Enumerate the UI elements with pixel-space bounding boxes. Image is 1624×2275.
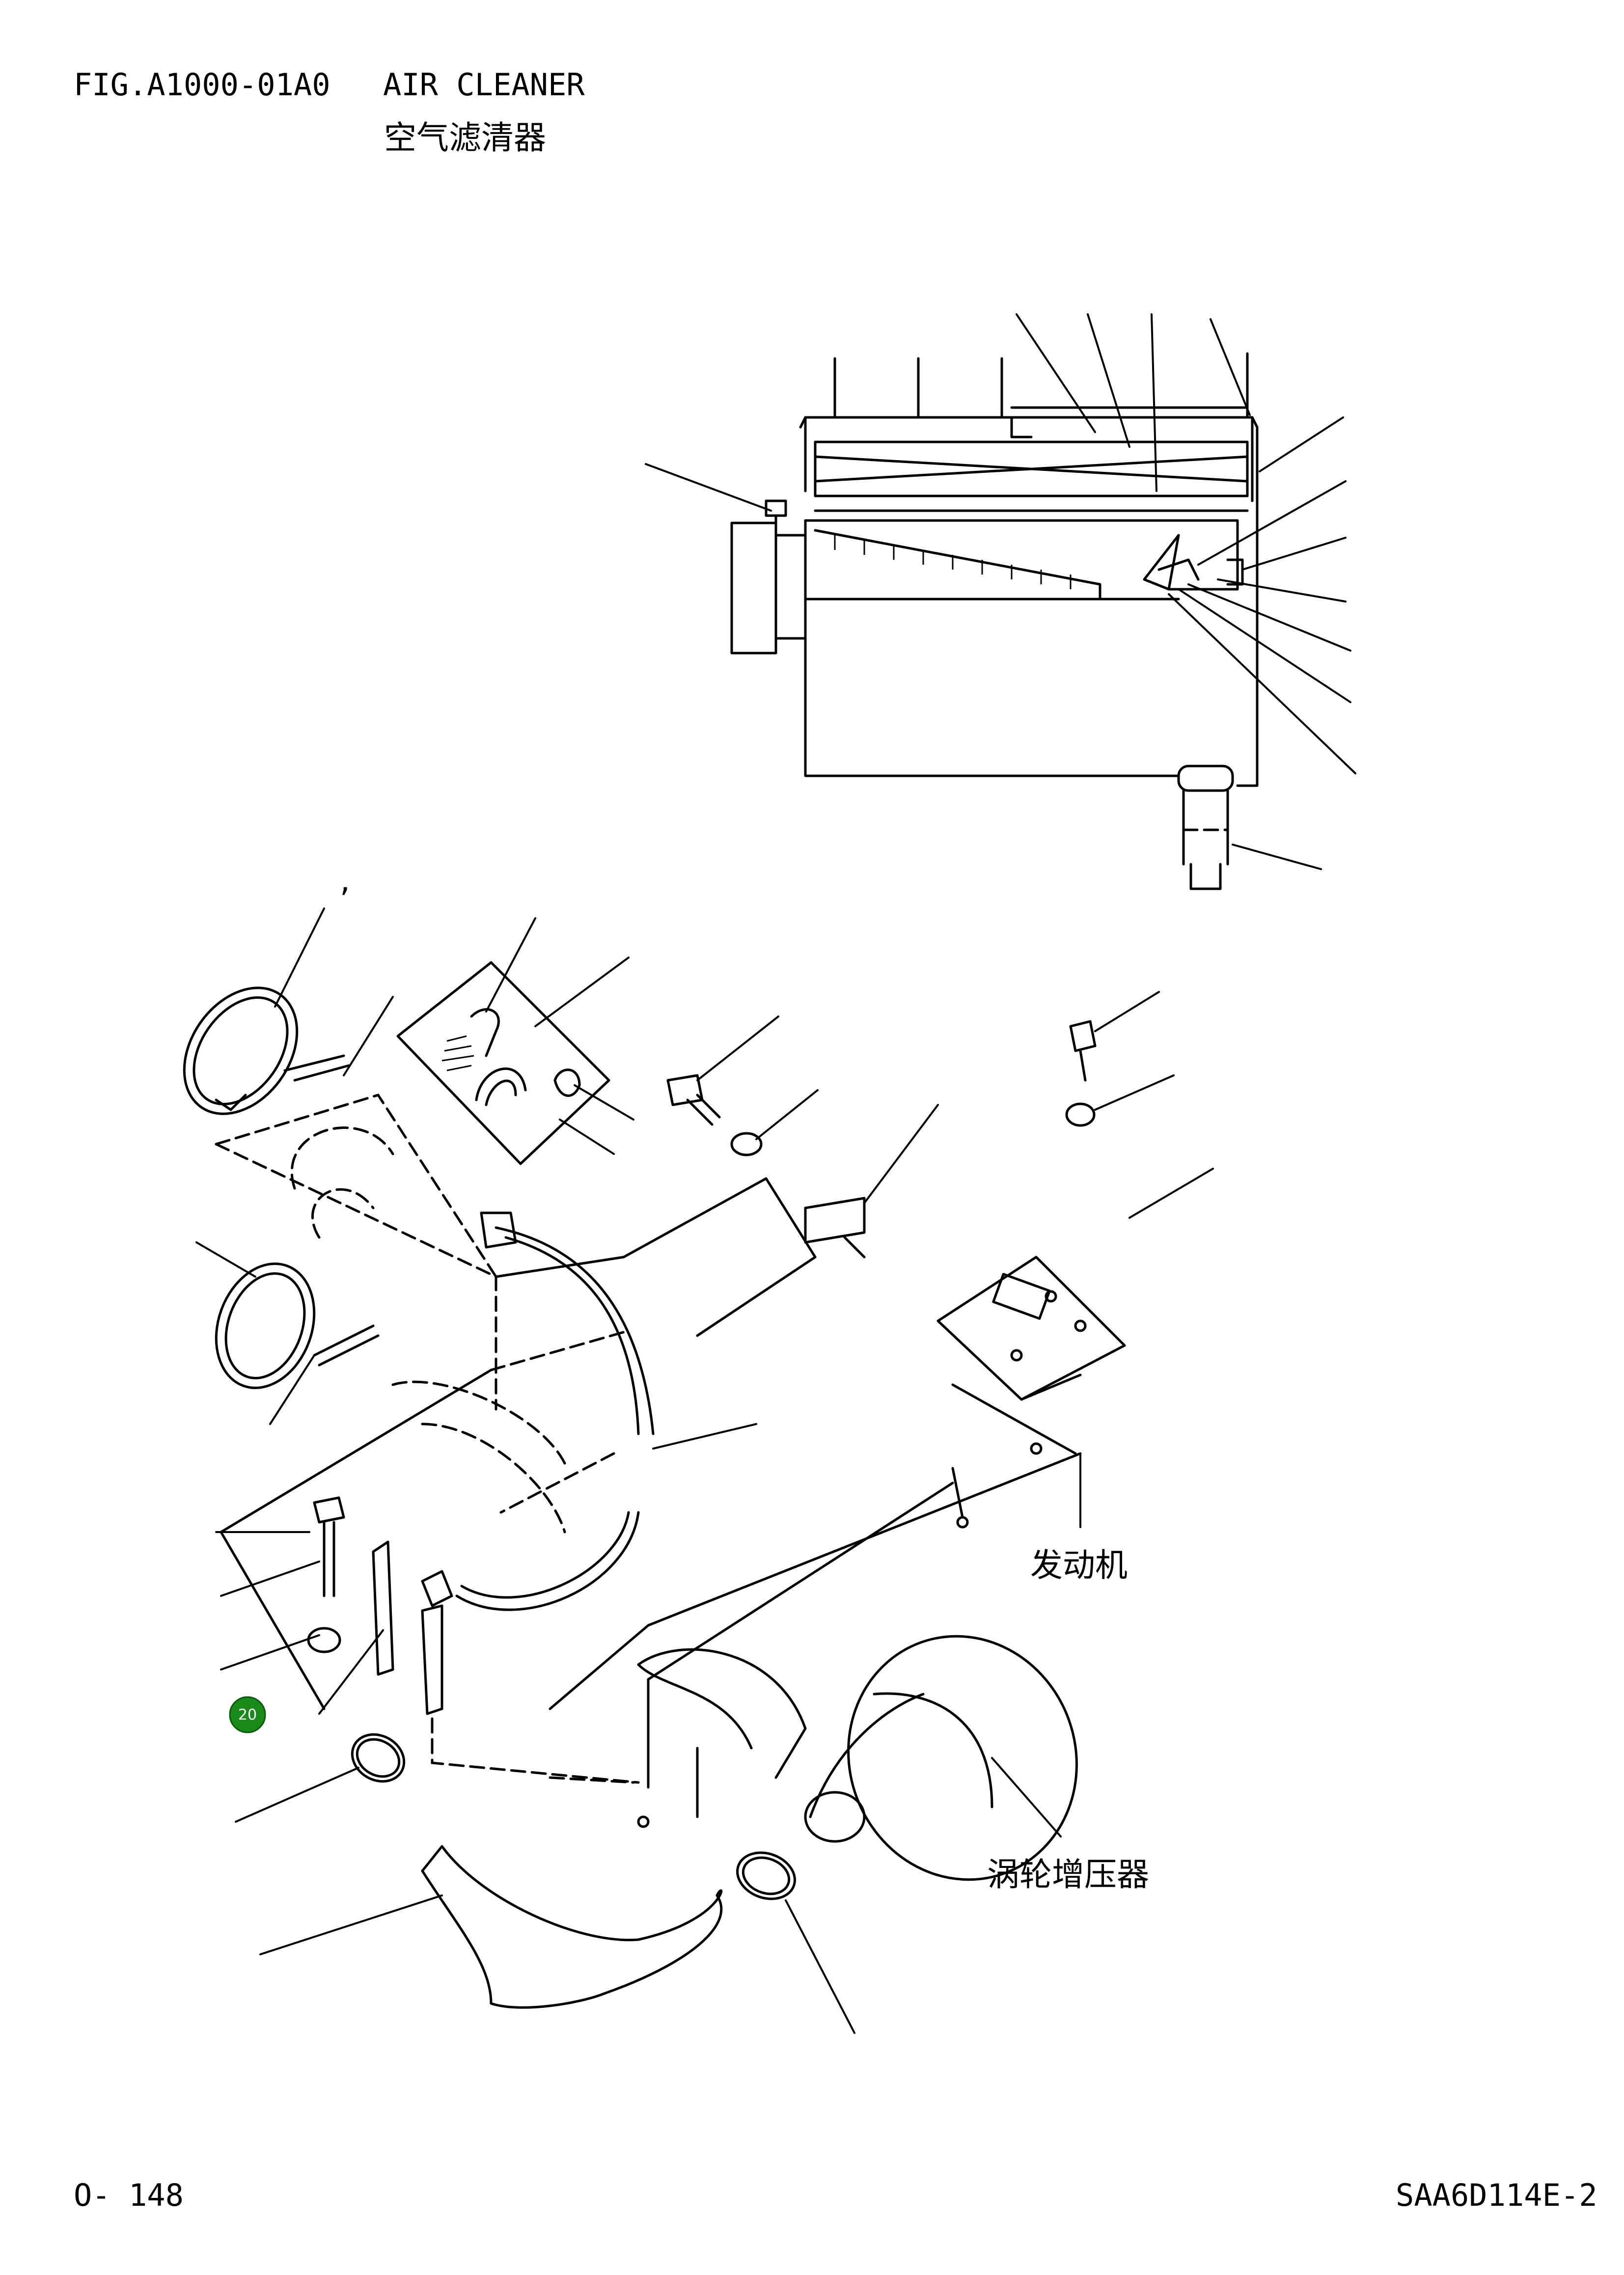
figure-code: FIG.A1000-01A0 bbox=[74, 67, 330, 103]
turbocharger-label: 涡轮增压器 bbox=[987, 1856, 1149, 1893]
engine-label: 发动机 bbox=[1030, 1546, 1128, 1584]
figure-title-chinese: 空气滤清器 bbox=[384, 119, 546, 157]
page-number: O- 148 bbox=[74, 2177, 184, 2213]
air-cleaner-cross-section bbox=[645, 313, 1356, 890]
model-code: SAA6D114E-2 bbox=[1396, 2177, 1597, 2213]
callout-badge-20[interactable]: 20 bbox=[229, 1696, 266, 1733]
callout-number: 20 bbox=[238, 1706, 257, 1724]
mounting-exploded-view bbox=[183, 907, 1214, 2034]
figure-title-english: AIR CLEANER bbox=[383, 67, 585, 103]
stray-mark: , bbox=[340, 861, 350, 899]
